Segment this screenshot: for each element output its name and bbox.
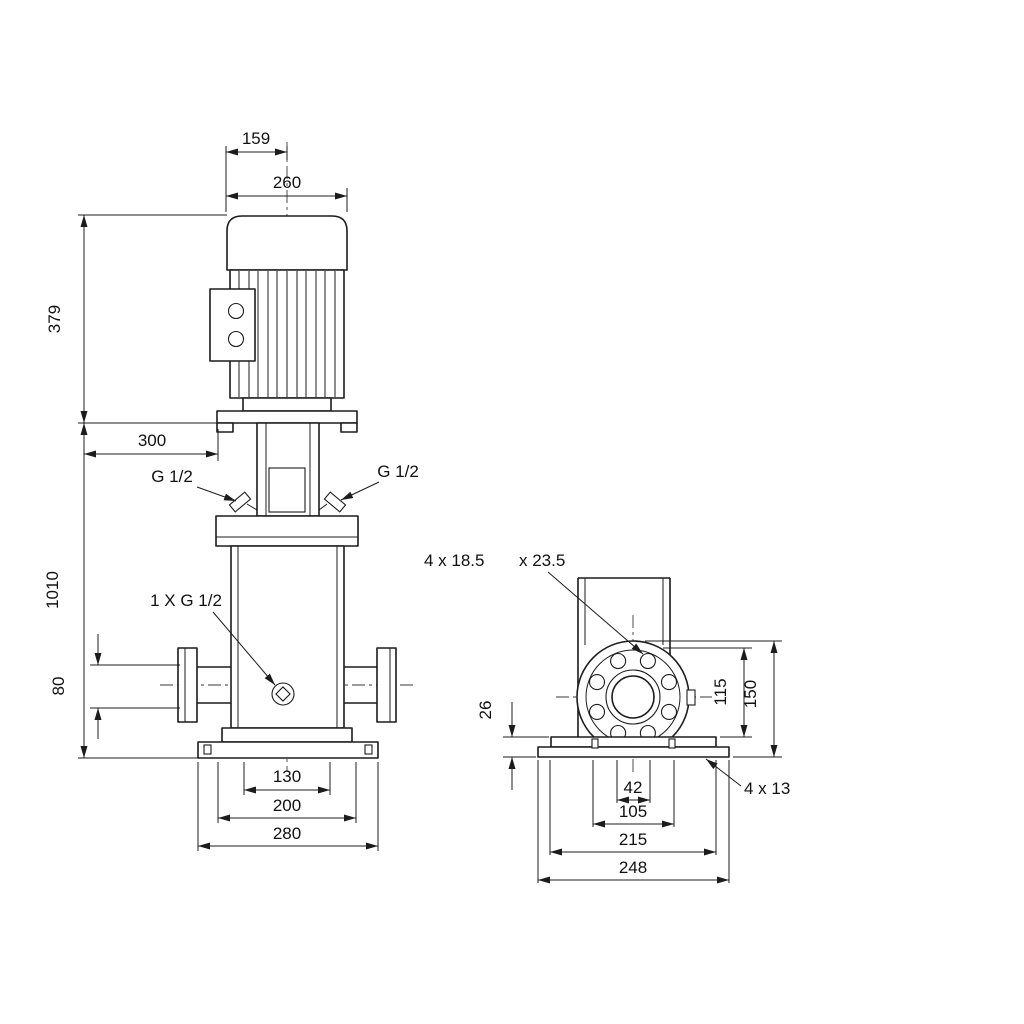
base-bottom-plate — [537, 746, 730, 758]
ext-lines-side-bottom — [537, 760, 730, 883]
dim-text-248: 248 — [619, 858, 647, 877]
flange-bore — [611, 675, 655, 719]
flange-bolt-hole — [639, 652, 656, 670]
base-bolt-slot-right — [364, 744, 373, 755]
discharge-pipe — [344, 666, 377, 704]
vent-plug-right — [323, 491, 347, 513]
terminal-box — [209, 288, 256, 362]
cable-entry-hole-top — [227, 302, 245, 320]
dim-text-260: 260 — [273, 173, 301, 192]
leader-vent-right — [340, 481, 380, 501]
suction-flange — [177, 647, 198, 723]
label-vent-left: G 1/2 — [151, 467, 193, 486]
dim-text-115: 115 — [711, 678, 730, 705]
pump-foot — [221, 727, 353, 743]
leader-drain — [212, 611, 276, 686]
side-view — [537, 577, 730, 758]
dim-text-105: 105 — [619, 802, 647, 821]
flange-bolt-hole — [610, 652, 627, 670]
suction-pipe — [197, 666, 231, 704]
base-slot-left — [591, 738, 599, 749]
flange-bolt-hole — [660, 674, 678, 691]
label-vent-right: G 1/2 — [377, 462, 419, 481]
motor-mounting-plate — [216, 410, 358, 424]
chamber-inner-lines — [237, 546, 338, 728]
motor-foot-right — [340, 422, 358, 433]
label-flange-holes-a: 4 x 18.5 — [424, 551, 485, 570]
motor-neck — [242, 397, 332, 412]
cable-entry-hole-bottom — [227, 330, 245, 348]
base-slot-right — [668, 738, 676, 749]
dim-text-159: 159 — [242, 129, 270, 148]
leader-flange-holes — [547, 571, 644, 655]
front-view — [177, 215, 397, 759]
dim-text-150: 150 — [741, 680, 760, 708]
leader-base-holes — [705, 758, 742, 787]
drain-plug-head — [275, 686, 291, 702]
lantern-inner-lines — [265, 423, 311, 516]
discharge-flange — [376, 647, 397, 723]
left-reference-lines — [78, 214, 227, 759]
dim-text-1010: 1010 — [43, 571, 62, 609]
base-bolt-slot-left — [203, 744, 212, 755]
flange-bolt-hole — [588, 674, 606, 691]
sleeve-inner-lines — [584, 578, 664, 645]
ext-lines-115 — [663, 647, 752, 738]
side-view-dimensions: 4 x 18.5 x 23.5 26 115 150 4 x 13 42 105… — [424, 551, 790, 884]
dim-text-80: 80 — [49, 677, 68, 696]
ext-lines-80 — [90, 664, 180, 709]
dim-text-215: 215 — [619, 830, 647, 849]
base-plate — [197, 741, 379, 759]
flange-bolt-hole — [588, 703, 606, 720]
dim-text-280: 280 — [273, 824, 301, 843]
motor-foot-left — [216, 422, 234, 433]
dim-text-42: 42 — [624, 778, 643, 797]
vent-plug-necks — [246, 503, 328, 511]
label-flange-holes-b: x 23.5 — [519, 551, 565, 570]
flange-bolt-hole — [660, 703, 678, 720]
leader-vent-left — [196, 486, 237, 502]
ext-lines-front-bottom — [197, 762, 379, 851]
coupling — [268, 467, 306, 513]
dim-text-379: 379 — [45, 305, 64, 333]
label-base-holes: 4 x 13 — [744, 779, 790, 798]
label-drain: 1 X G 1/2 — [150, 591, 222, 610]
dim-text-130: 130 — [273, 767, 301, 786]
base-top-block — [550, 736, 717, 748]
motor-top-cap — [226, 215, 348, 271]
ext-lines-159 — [225, 146, 288, 212]
dim-text-300: 300 — [138, 431, 166, 450]
vent-plug-left — [228, 491, 252, 513]
pump-head — [215, 515, 359, 547]
dim-text-200: 200 — [273, 796, 301, 815]
dim-text-26: 26 — [476, 701, 495, 720]
flange-lug — [686, 689, 696, 706]
front-view-dimensions: 159 260 379 1010 300 G 1/2 G 1/2 1 X G 1… — [43, 129, 419, 851]
